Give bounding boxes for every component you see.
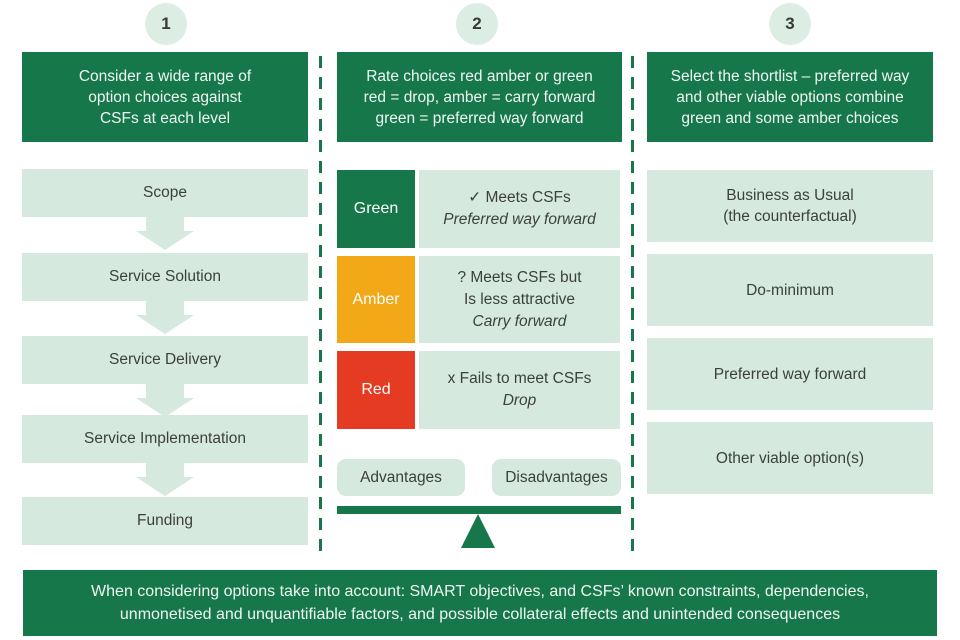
footer-note-bar: When considering options take into accou… xyxy=(23,570,937,636)
balance-fulcrum-triangle-icon xyxy=(461,514,495,548)
rating-amber-italic-line: Carry forward xyxy=(472,312,567,330)
rating-swatch-green: Green xyxy=(337,170,415,248)
step-3-badge: 3 xyxy=(769,3,811,45)
step-2-header: Rate choices red amber or green red = dr… xyxy=(337,52,622,142)
rating-green-line1: ✓ Meets CSFs xyxy=(468,189,571,206)
column-divider-right xyxy=(631,56,634,552)
option-box-business-as-usual: Business as Usual (the counterfactual) xyxy=(647,170,933,242)
step-1-badge: 1 xyxy=(145,3,187,45)
rating-red-line1: x Fails to meet CSFs xyxy=(447,370,592,387)
column-divider-left xyxy=(319,56,322,552)
flow-box-funding: Funding xyxy=(22,497,308,545)
disadvantages-pill: Disadvantages xyxy=(492,459,621,496)
down-arrow-icon xyxy=(22,217,308,250)
balance-beam xyxy=(337,506,621,514)
flow-box-scope: Scope xyxy=(22,169,308,217)
step-2-badge: 2 xyxy=(456,3,498,45)
rating-amber-line2: Is less attractive xyxy=(463,290,576,308)
down-arrow-icon xyxy=(22,301,308,334)
option-box-preferred-way-forward: Preferred way forward xyxy=(647,338,933,410)
rating-red-italic-line: Drop xyxy=(502,392,537,409)
option-box-other-viable-options: Other viable option(s) xyxy=(647,422,933,494)
step-1-header: Consider a wide range of option choices … xyxy=(22,52,308,142)
rating-green-italic-line: Preferred way forward xyxy=(443,211,596,228)
down-arrow-icon xyxy=(22,384,308,417)
rating-swatch-amber: Amber xyxy=(337,256,415,343)
option-box-do-minimum: Do-minimum xyxy=(647,254,933,326)
rating-desc-red: x Fails to meet CSFs Drop xyxy=(419,351,620,429)
rating-desc-amber: ? Meets CSFs but Is less attractive Carr… xyxy=(419,256,620,343)
rating-swatch-red: Red xyxy=(337,351,415,429)
rating-desc-green: ✓ Meets CSFs Preferred way forward xyxy=(419,170,620,248)
step-3-header: Select the shortlist – preferred way and… xyxy=(647,52,933,142)
flow-box-service-implementation: Service Implementation xyxy=(22,415,308,463)
flow-box-service-delivery: Service Delivery xyxy=(22,336,308,384)
flow-box-service-solution: Service Solution xyxy=(22,253,308,301)
down-arrow-icon xyxy=(22,463,308,496)
rating-amber-line1: ? Meets CSFs but xyxy=(457,268,582,286)
advantages-pill: Advantages xyxy=(337,459,465,496)
